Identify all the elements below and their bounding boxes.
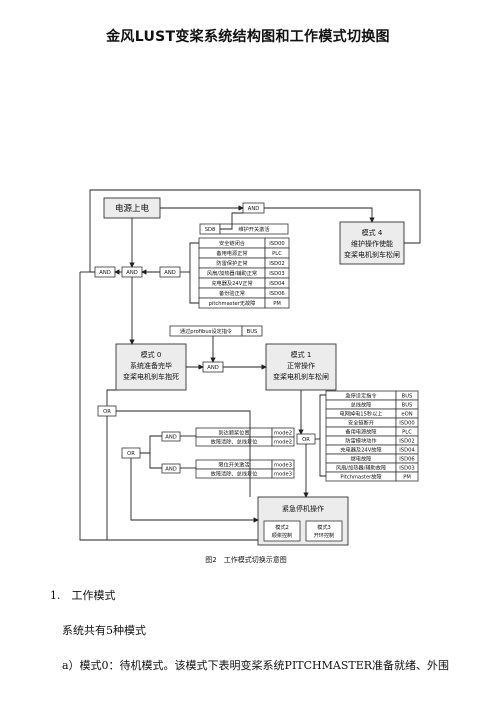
cond-top-0-code: ISD00	[269, 241, 284, 247]
maintenance-label: 维护开关激活	[238, 225, 269, 233]
cond-right-2-code: eON	[401, 412, 412, 418]
cond-top-2-code: ISD02	[269, 261, 284, 267]
right-conditions: 急停设定指令 BUS 总线故障 BUS 电网掉电15秒以上 eON 安全链断开 …	[325, 390, 419, 482]
profibus-code: BUS	[247, 329, 258, 335]
cond-right-6-code: ISD04	[399, 448, 415, 454]
cond-top-6-label: pitchmaster无故障	[209, 299, 256, 307]
or-gate-left-label: OR	[103, 409, 111, 415]
mode4-line3: 变桨电机刹车松闸	[344, 250, 400, 259]
cond-right-3-code: ISD00	[399, 421, 414, 427]
mode1-line2: 正常操作	[287, 361, 315, 370]
cond-mid-1-code: mode2	[274, 440, 292, 446]
cond-top-3-code: ISD03	[269, 271, 284, 277]
and-gate-conditions-label: AND	[164, 270, 175, 276]
mode1-line1: 模式 1	[291, 350, 312, 359]
and-gate-mid2-label: AND	[165, 467, 176, 473]
power-on-label: 电源上电	[115, 203, 150, 214]
mode0-line3: 变桨电机刹车抱死	[123, 372, 179, 381]
top-conditions: 安全链闭合 ISD00 备用电源正常 PLC 防雷保护正常 ISD02 风扇/加…	[198, 237, 290, 309]
and-gate-top-label: AND	[248, 206, 259, 212]
and-gate-middle-label: AND	[207, 365, 218, 371]
profibus-label: 通过profibus设定指令	[180, 327, 233, 335]
cond-top-0-label: 安全链闭合	[219, 239, 246, 247]
emergency-stop-title: 紧急停机操作	[282, 504, 324, 513]
cond-right-4-label: 备用电源故障	[345, 428, 376, 436]
cond-mid-2-code: mode3	[274, 463, 292, 469]
mode3-line1: 模式3	[317, 523, 331, 531]
and-gate-center-label: AND	[126, 270, 137, 276]
cond-right-7-label: 继电故障	[351, 455, 372, 463]
cond-top-1-code: PLC	[272, 251, 282, 257]
cond-right-7-code: ISD06	[399, 457, 414, 463]
cond-right-0-label: 急停设定指令	[345, 392, 377, 400]
cond-right-4-code: PLC	[402, 430, 412, 436]
section-heading: 1. 工作模式	[50, 589, 116, 602]
cond-top-1-label: 备用电源正常	[216, 249, 247, 257]
mode4-line1: 模式 4	[362, 228, 383, 237]
cond-right-5-code: ISD02	[399, 439, 414, 445]
mode3-line2: 开环控制	[314, 531, 335, 539]
cond-right-1-label: 总线故障	[351, 401, 372, 409]
mode4-line2: 维护操作使能	[351, 239, 393, 248]
mode4-box	[339, 221, 405, 265]
cond-right-1-code: BUS	[402, 403, 413, 409]
cond-mid-1-label: 故障清除、总线复位	[211, 438, 258, 446]
cond-right-8-code: ISD03	[399, 466, 414, 472]
profibus-code-box	[241, 325, 263, 337]
cond-mid-3-code: mode3	[274, 472, 292, 478]
mode0-line1: 模式 0	[141, 350, 162, 359]
section-line2: a）模式0：待机模式。该模式下表明变桨系统PITCHMASTER准备就绪、外围	[62, 659, 450, 672]
cond-top-5-code: ISD06	[269, 291, 284, 297]
mode0-box	[115, 343, 187, 391]
and-gate-mid1	[161, 431, 181, 442]
mode1-line3: 变桨电机刹车松闸	[273, 372, 329, 381]
cond-right-5-label: 防雷模块动作	[345, 437, 376, 445]
mid-conditions: 到达顺桨位置 mode2 故障清除、总线复位 mode2 限位开关激活 mode…	[195, 427, 295, 479]
cond-top-4-label: 充电器及24V正常	[211, 279, 252, 287]
cond-mid-2-label: 限位开关激活	[218, 461, 249, 469]
cond-right-6-label: 充电器及24V故障	[340, 446, 381, 454]
cond-mid-3-label: 故障清除、总线复位	[211, 470, 258, 478]
page-title: 金风LUST变桨系统结构图和工作模式切换图	[106, 29, 390, 45]
cond-right-8-label: 风扇/加热器/辅助故障	[336, 464, 386, 472]
mode2-line2: 顺桨控制	[272, 531, 293, 539]
mode2-box	[263, 520, 301, 542]
mode3-box	[305, 520, 343, 542]
mode2-line1: 模式2	[275, 523, 289, 531]
cond-mid-0-label: 到达顺桨位置	[218, 429, 249, 437]
connectors	[79, 189, 421, 541]
mode0-line2: 系统准备完毕	[130, 361, 172, 370]
cond-right-0-code: BUS	[402, 394, 413, 400]
cond-top-4-code: ISD04	[269, 281, 285, 287]
and-gate-mid1-label: AND	[165, 435, 176, 441]
cond-mid-0-code: mode2	[274, 431, 292, 437]
maintenance-code: SD8	[205, 227, 216, 233]
section-line1: 系统共有5种模式	[62, 624, 146, 637]
cond-top-3-label: 风扇/加热器/辅助正常	[207, 269, 257, 277]
cond-top-2-label: 防雷保护正常	[216, 259, 247, 267]
and-gate-mid2	[161, 463, 181, 474]
or-gate-mid-label: OR	[127, 451, 135, 457]
cond-right-2-label: 电网掉电15秒以上	[340, 410, 383, 418]
and-gate-left-label: AND	[99, 270, 110, 276]
cond-right-9-label: Pitchmaster故障	[340, 473, 381, 481]
cond-top-5-label: 备份验正常	[219, 289, 245, 297]
diagram-caption: 图2 工作模式切换示意图	[205, 555, 286, 564]
or-gate-right-label: OR	[302, 437, 310, 443]
cond-top-6-code: PM	[273, 301, 281, 307]
cond-right-9-code: PM	[403, 475, 411, 481]
cond-right-3-label: 安全链断开	[348, 419, 374, 427]
